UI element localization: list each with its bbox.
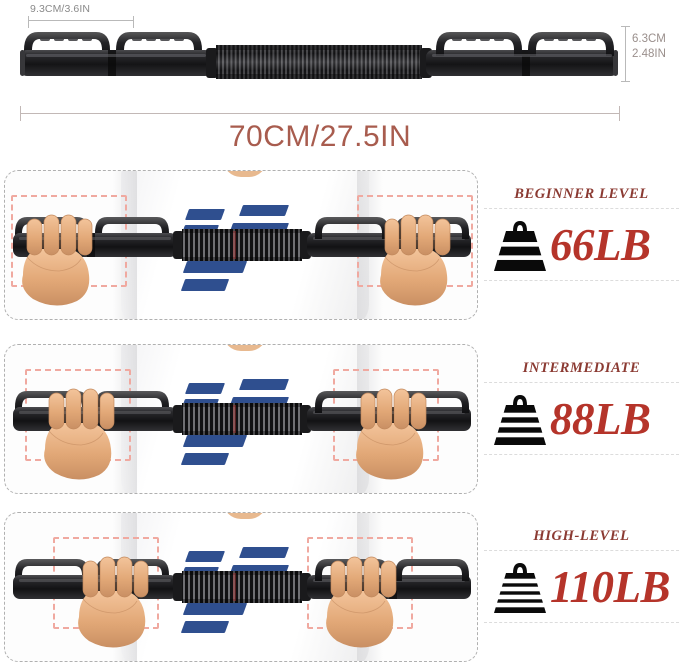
level-weight-group: 88LB (484, 386, 679, 452)
level-weight-group: 110LB (484, 554, 679, 620)
bar-and-hands-svg (13, 556, 471, 648)
level-weight-beginner: 66LB (550, 220, 651, 270)
weight-plate-shape (494, 563, 546, 613)
level-weight-group: 66LB (484, 212, 679, 278)
weight-plate-icon (492, 391, 548, 449)
measure-tick-bottom (621, 81, 630, 82)
level-row-high: HIGH-LEVEL 110LB (0, 508, 679, 666)
divider-bottom (484, 280, 679, 281)
measure-line (20, 113, 620, 114)
weight-plate-icon (492, 559, 548, 617)
level-weight-intermediate: 88LB (550, 394, 651, 444)
photo-content (5, 171, 477, 319)
bar-and-hands-svg (13, 214, 471, 306)
photo-content (5, 513, 477, 661)
measure-line (28, 20, 134, 21)
photo-content (5, 345, 477, 493)
level-label-column: BEGINNER LEVEL 66LB (484, 166, 679, 324)
level-title-beginner: BEGINNER LEVEL (514, 186, 649, 202)
height-measure: 6.3CM 2.48IN (621, 26, 679, 82)
weight-plate-shape (494, 221, 546, 271)
measure-tick-left (28, 16, 29, 28)
height-cm-value: 6.3CM (632, 33, 666, 45)
grip-width-measure: 9.3CM/3.6IN (28, 3, 134, 29)
weight-plate-icon (492, 217, 548, 275)
level-title-high: HIGH-LEVEL (533, 528, 630, 544)
exercise-photo-panel (4, 170, 478, 320)
exercise-photo-panel (4, 512, 478, 662)
product-bar-illustration (14, 26, 624, 86)
measure-tick-right (133, 16, 134, 28)
divider-top (484, 550, 679, 551)
level-row-beginner: BEGINNER LEVEL 66LB (0, 166, 679, 324)
total-length-label: 70CM/27.5IN (228, 120, 412, 153)
measure-tick-right (619, 106, 620, 121)
measure-line-vertical (625, 26, 626, 82)
product-dimensions-section: 9.3CM/3.6IN 6.3CM 2.48IN 70CM/27.5IN (0, 0, 679, 162)
level-label-column: HIGH-LEVEL 110LB (484, 508, 679, 666)
height-in-value: 2.48IN (632, 47, 666, 60)
total-length-measure: 70CM/27.5IN (20, 100, 620, 156)
product-bar-svg (20, 32, 618, 79)
divider-top (484, 382, 679, 383)
level-label-column: INTERMEDIATE 88LB (484, 340, 679, 498)
divider-bottom (484, 454, 679, 455)
grip-width-label: 9.3CM/3.6IN (30, 3, 91, 15)
measure-tick-left (20, 106, 21, 121)
divider-bottom (484, 622, 679, 623)
level-weight-high: 110LB (550, 562, 671, 612)
level-row-intermediate: INTERMEDIATE 88LB (0, 340, 679, 498)
level-title-intermediate: INTERMEDIATE (522, 360, 641, 376)
exercise-photo-panel (4, 344, 478, 494)
divider-top (484, 208, 679, 209)
weight-plate-shape (494, 395, 546, 445)
bar-and-hands-svg (13, 388, 471, 480)
height-label: 6.3CM 2.48IN (632, 32, 666, 61)
measure-tick-top (621, 26, 630, 27)
